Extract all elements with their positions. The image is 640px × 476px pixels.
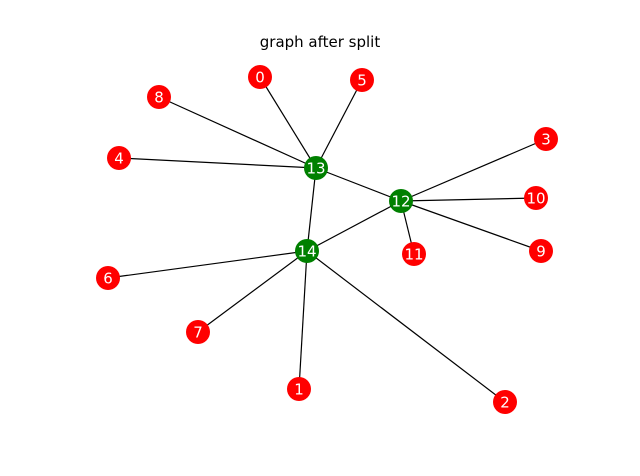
node-label-9: 9 [536,243,546,261]
node-circle-3 [534,127,558,151]
graph-title: graph after split [259,33,381,51]
node-12: 12 [389,189,413,213]
edge-12-9 [400,200,542,252]
node-circle-0 [248,65,272,89]
node-circle-2 [493,390,517,414]
node-label-3: 3 [541,131,551,149]
edge-14-6 [107,250,308,279]
node-8: 8 [147,85,171,109]
node-6: 6 [96,266,120,290]
node-circle-9 [529,239,553,263]
edge-12-3 [400,138,547,202]
node-circle-8 [147,85,171,109]
edge-14-7 [197,250,308,333]
node-circle-7 [186,320,210,344]
node-label-13: 13 [306,160,325,178]
node-label-7: 7 [193,324,203,342]
edge-12-10 [400,197,537,202]
edge-13-4 [118,157,317,169]
node-2: 2 [493,390,517,414]
edge-13-0 [259,76,317,169]
node-label-6: 6 [103,270,113,288]
node-label-11: 11 [404,246,423,264]
node-circle-4 [107,146,131,170]
edges-layer [107,76,547,403]
node-label-0: 0 [255,69,265,87]
edge-13-14 [306,167,317,252]
node-5: 5 [350,68,374,92]
node-circle-1 [287,377,311,401]
node-circle-12 [389,189,413,213]
node-11: 11 [402,242,426,266]
node-label-12: 12 [391,193,410,211]
node-label-14: 14 [297,243,316,261]
node-14: 14 [295,239,319,263]
edge-13-8 [158,96,317,169]
edge-14-2 [306,250,506,403]
node-label-5: 5 [357,72,367,90]
node-0: 0 [248,65,272,89]
node-circle-11 [402,242,426,266]
edge-14-1 [298,250,308,390]
node-label-1: 1 [294,381,304,399]
edge-13-12 [315,167,402,202]
node-label-10: 10 [526,190,545,208]
node-circle-13 [304,156,328,180]
node-label-4: 4 [114,150,124,168]
edge-12-14 [306,200,402,252]
node-7: 7 [186,320,210,344]
node-circle-10 [524,186,548,210]
node-3: 3 [534,127,558,151]
edge-13-5 [315,79,363,169]
node-label-2: 2 [500,394,510,412]
node-circle-6 [96,266,120,290]
node-circle-14 [295,239,319,263]
node-circle-5 [350,68,374,92]
node-label-8: 8 [154,89,164,107]
node-1: 1 [287,377,311,401]
node-13: 13 [304,156,328,180]
node-9: 9 [529,239,553,263]
node-4: 4 [107,146,131,170]
node-10: 10 [524,186,548,210]
